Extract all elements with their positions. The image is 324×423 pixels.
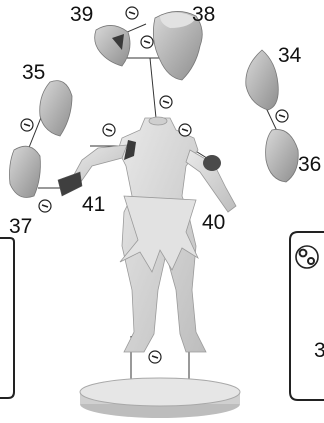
magnet-clip-icon xyxy=(102,123,116,137)
magnet-clip-icon xyxy=(38,199,52,213)
callout-35: 35 xyxy=(22,61,46,84)
callout-34: 34 xyxy=(278,44,302,67)
part-37-left-hand xyxy=(9,145,41,198)
left-panel-frame xyxy=(0,237,15,399)
magnet-clip-icon xyxy=(140,35,154,49)
part-40-right-arm xyxy=(185,149,237,213)
part-35-flame-wing xyxy=(39,80,73,137)
part-36-right-hand xyxy=(265,129,299,183)
magnet-clip-icon xyxy=(275,109,289,123)
callout-38: 38 xyxy=(192,3,216,26)
magnet-clip-icon xyxy=(148,350,162,364)
gears-icon xyxy=(295,245,319,269)
magnet-clip-icon xyxy=(125,6,139,20)
magnet-clip-icons xyxy=(20,6,289,364)
magnet-clip-icon xyxy=(178,123,192,137)
magnet-clip-icon xyxy=(159,95,173,109)
callout-40: 40 xyxy=(202,211,226,234)
part-38-turbaned-head xyxy=(152,11,203,81)
callout-36: 36 xyxy=(298,153,322,176)
callout-37: 37 xyxy=(9,215,33,238)
callout-39: 39 xyxy=(70,3,94,26)
callout-41: 41 xyxy=(82,193,106,216)
right-panel-frame xyxy=(289,231,324,401)
right-panel-partial-text: 3 xyxy=(314,339,324,362)
part-34-flame-wing xyxy=(245,49,279,111)
magnet-clip-icon xyxy=(20,118,34,132)
display-base xyxy=(79,377,241,418)
part-39-mask xyxy=(94,25,131,67)
headless-body-figure xyxy=(117,116,207,353)
part-41-forearm xyxy=(57,171,83,197)
